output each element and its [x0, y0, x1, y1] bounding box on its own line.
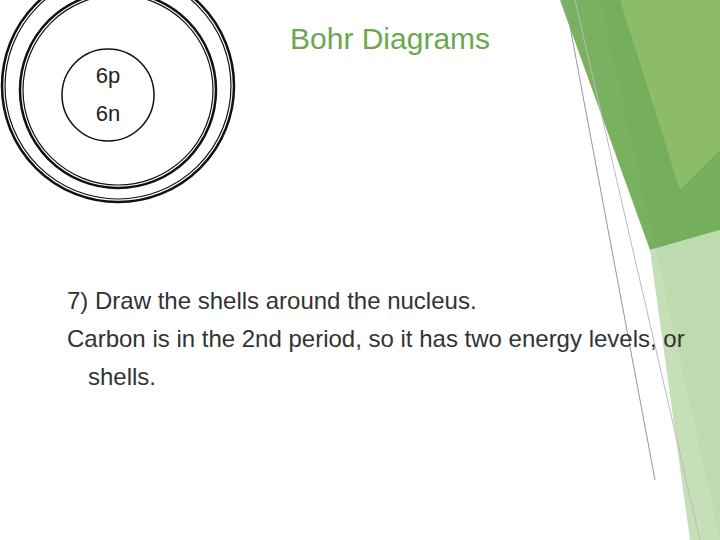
nucleus-text: 6p 6n: [88, 57, 128, 133]
nucleus-outline: [61, 48, 155, 142]
green-band: [650, 230, 720, 540]
inner-shell: [23, 0, 213, 185]
instruction-text: 7) Draw the shells around the nucleus.: [67, 282, 688, 320]
nucleus-circle: 6p 6n: [61, 48, 155, 142]
outer-shell: [5, 0, 231, 199]
slide-title: Bohr Diagrams: [290, 22, 490, 56]
thin-line: [575, 0, 700, 540]
green-band: [620, 0, 720, 190]
thin-line: [565, 0, 655, 480]
inner-shell: [20, 0, 216, 188]
nucleus-ring: [62, 49, 154, 141]
outer-shell: [2, 0, 234, 202]
instruction-text: Carbon is in the 2nd period, so it has t…: [67, 320, 688, 396]
